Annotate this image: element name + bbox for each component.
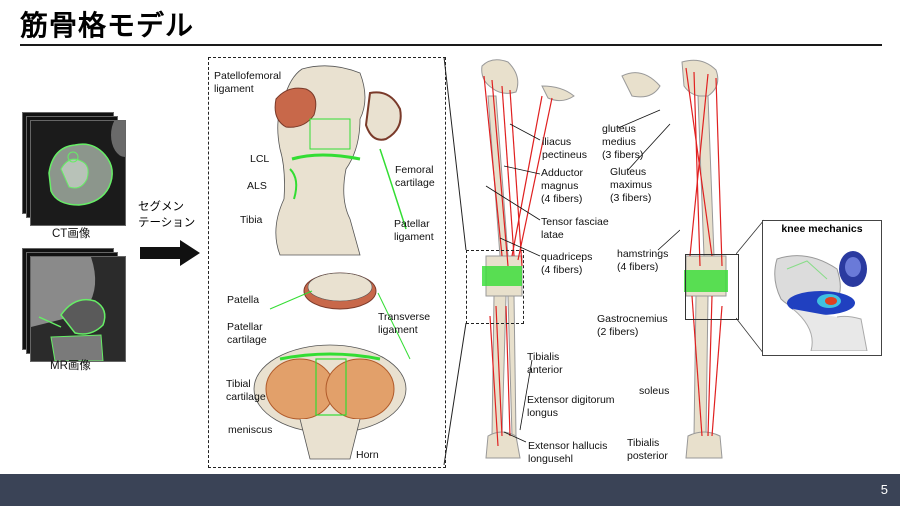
label-tibial-cartilage: Tibial cartilage <box>226 378 266 403</box>
mr-image <box>30 256 126 362</box>
ct-caption: CT画像 <box>52 228 91 240</box>
label-hamstrings: hamstrings (4 fibers) <box>617 248 669 273</box>
knee-model-illustration <box>253 65 411 460</box>
leg-skeleton-back <box>621 59 728 459</box>
label-adductor-magnus: Adductor magnus (4 fibers) <box>541 167 584 205</box>
label-meniscus: meniscus <box>228 424 273 436</box>
label-extensor-hallucis: Extensor hallucis longusehl <box>528 440 608 465</box>
ct-image-stack <box>22 112 126 226</box>
label-gluteus-maximus: Gluteus maximus (3 fibers) <box>610 166 653 204</box>
mr-caption: MR画像 <box>50 360 91 372</box>
label-patella: Patella <box>227 294 260 306</box>
knee-mechanics-figure <box>774 251 868 351</box>
knee-model-panel <box>208 57 446 468</box>
inset-title: knee mechanics <box>781 223 863 235</box>
label-iliacus-pectineus: iliacus pectineus <box>542 136 587 161</box>
knee-zoom-box-back <box>685 254 739 320</box>
label-quadriceps: quadriceps (4 fibers) <box>541 251 593 276</box>
label-patellofemoral-ligament: Patellofemoral ligament <box>214 70 282 95</box>
inset-connector-lines <box>736 219 765 355</box>
label-tibialis-posterior: Tibialis posterior <box>627 437 668 462</box>
footer-bar: 5 <box>0 474 900 506</box>
label-extensor-digitorum: Extensor digitorum longus <box>527 394 615 419</box>
knee-zoom-box-front <box>466 250 524 324</box>
segmentation-label: セグメン テーション <box>138 199 196 229</box>
label-femoral-cartilage: Femoral cartilage <box>395 164 435 189</box>
zoom-connector-lines <box>443 56 467 466</box>
ct-image <box>30 120 126 226</box>
label-als: ALS <box>247 180 267 192</box>
label-tibia: Tibia <box>240 214 263 226</box>
label-lcl: LCL <box>250 153 270 165</box>
label-tensor-fasciae-latae: Tensor fasciae latae <box>541 216 609 241</box>
knee-mechanics-inset: knee mechanics <box>762 220 882 356</box>
page-title: 筋骨格モデル <box>20 9 195 42</box>
right-arrow-icon <box>140 240 200 266</box>
label-gastrocnemius: Gastrocnemius (2 fibers) <box>597 313 668 338</box>
leg-skeleton-front <box>481 59 575 459</box>
label-transverse-ligament: Transverse ligament <box>378 311 431 336</box>
mr-image-stack <box>22 248 126 362</box>
label-leader-lines <box>485 109 680 443</box>
label-soleus: soleus <box>639 385 670 397</box>
label-gluteus-medius: gluteus medius (3 fibers) <box>602 123 644 161</box>
label-patellar-ligament: Patellar ligament <box>394 218 434 243</box>
label-patellar-cartilage: Patellar cartilage <box>227 321 267 346</box>
title-divider <box>20 44 882 46</box>
label-tibialis-anterior: Tibialis anterior <box>527 351 563 376</box>
label-horn: Horn <box>356 449 379 461</box>
page-number: 5 <box>880 482 888 497</box>
